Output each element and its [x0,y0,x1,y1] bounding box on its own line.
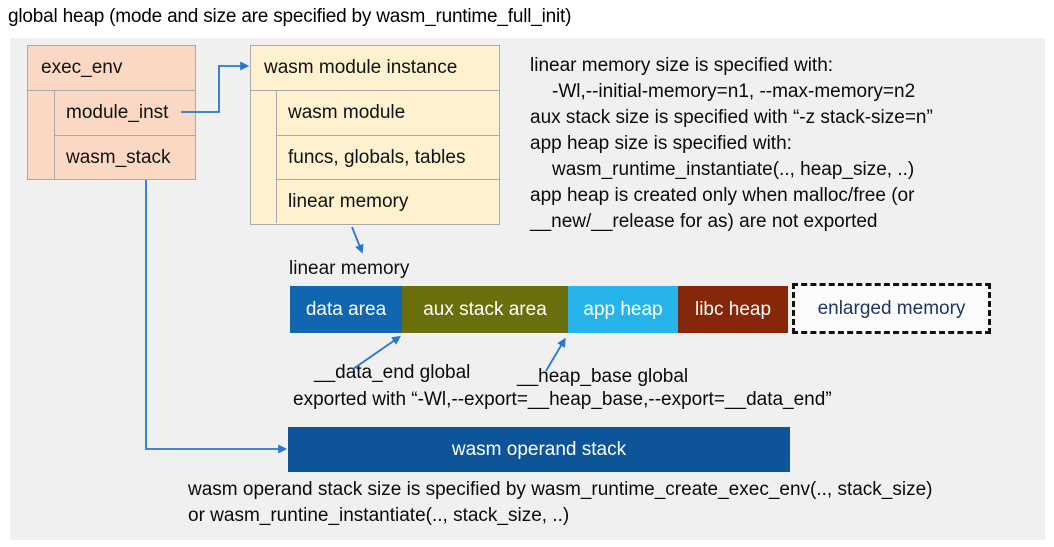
segment-aux-stack-area: aux stack area [402,286,568,333]
note-line: __new/__release for as) are not exported [530,211,878,232]
size-notes: linear memory size is specified with: -W… [530,53,933,235]
exec-env-row-wasm-stack: wasm_stack [54,135,195,179]
wasm-operand-stack-bar: wasm operand stack [288,427,790,472]
module-instance-box: wasm module instance wasm module funcs, … [250,45,500,225]
note-line: aux stack size is specified with “-z sta… [530,107,933,128]
data-end-global-label: __data_end global [314,362,471,383]
note-line: wasm operand stack size is specified by … [188,479,933,500]
note-line: -Wl,--initial-memory=n1, --max-memory=n2 [552,81,916,102]
note-line: or wasm_runtine_instantiate(.., stack_si… [188,505,570,526]
segment-data-area: data area [290,286,402,333]
note-line: wasm_runtime_instantiate(.., heap_size, … [552,159,915,180]
page-title: global heap (mode and size are specified… [8,6,572,27]
export-flags-label: exported with “-Wl,--export=__heap_base,… [293,389,832,410]
exec-env-header: exec_env [28,46,195,91]
linear-memory-label: linear memory [289,258,410,279]
heap-base-global-label: __heap_base global [517,366,689,387]
segment-app-heap: app heap [568,286,678,333]
exec-env-row-module-inst: module_inst [54,91,195,135]
module-instance-row-wasm-module: wasm module [276,91,499,135]
note-line: app heap size is specified with: [530,133,792,154]
module-instance-row-funcs-globals-tables: funcs, globals, tables [276,135,499,179]
exec-env-box: exec_env module_inst wasm_stack [27,45,196,180]
segment-enlarged-memory: enlarged memory [792,283,991,334]
note-line: app heap is created only when malloc/fre… [530,185,915,206]
operand-stack-notes: wasm operand stack size is specified by … [188,477,933,529]
module-instance-row-linear-memory: linear memory [276,179,499,223]
segment-libc-heap: libc heap [678,286,788,333]
note-line: linear memory size is specified with: [530,55,834,76]
module-instance-header: wasm module instance [251,46,499,91]
